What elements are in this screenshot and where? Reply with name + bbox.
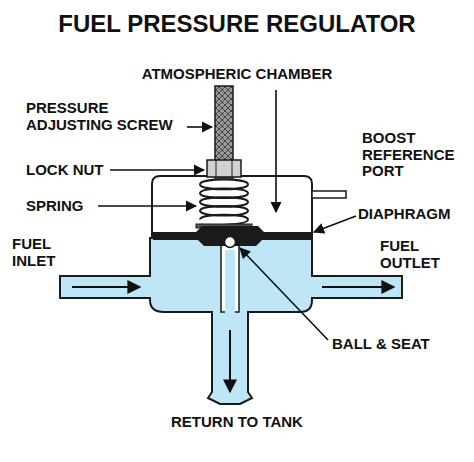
part-label: FUEL INLET bbox=[12, 236, 70, 269]
part-label: DIAPHRAGM bbox=[358, 206, 470, 223]
leader-arrow bbox=[275, 90, 277, 212]
leader-arrow bbox=[240, 248, 328, 340]
leader-arrow bbox=[98, 205, 196, 207]
part-label: BALL & SEAT bbox=[332, 336, 462, 353]
ball-valve bbox=[225, 237, 236, 248]
outlet-flow-arrow bbox=[322, 286, 394, 288]
inlet-flow-arrow bbox=[72, 286, 140, 288]
spring-coil bbox=[200, 180, 248, 226]
part-label: ATMOSPHERIC CHAMBER bbox=[112, 66, 362, 83]
return-channel bbox=[225, 250, 235, 395]
fuel-body bbox=[60, 238, 402, 404]
part-label: BOOST REFERENCE PORT bbox=[362, 130, 470, 180]
lock-nut bbox=[207, 160, 241, 177]
diagram-title: FUEL PRESSURE REGULATOR bbox=[0, 10, 474, 38]
leader-arrow bbox=[110, 169, 204, 171]
part-label: LOCK NUT bbox=[26, 162, 116, 179]
return-flow-arrow bbox=[229, 330, 231, 392]
part-label: FUEL OUTLET bbox=[380, 238, 460, 271]
part-label: SPRING bbox=[26, 198, 106, 215]
boost-port-tube bbox=[312, 191, 346, 198]
part-label: PRESSURE ADJUSTING SCREW bbox=[26, 100, 186, 133]
part-label: RETURN TO TANK bbox=[117, 414, 357, 431]
leader-arrow bbox=[314, 216, 356, 232]
leader-arrow bbox=[187, 126, 212, 128]
